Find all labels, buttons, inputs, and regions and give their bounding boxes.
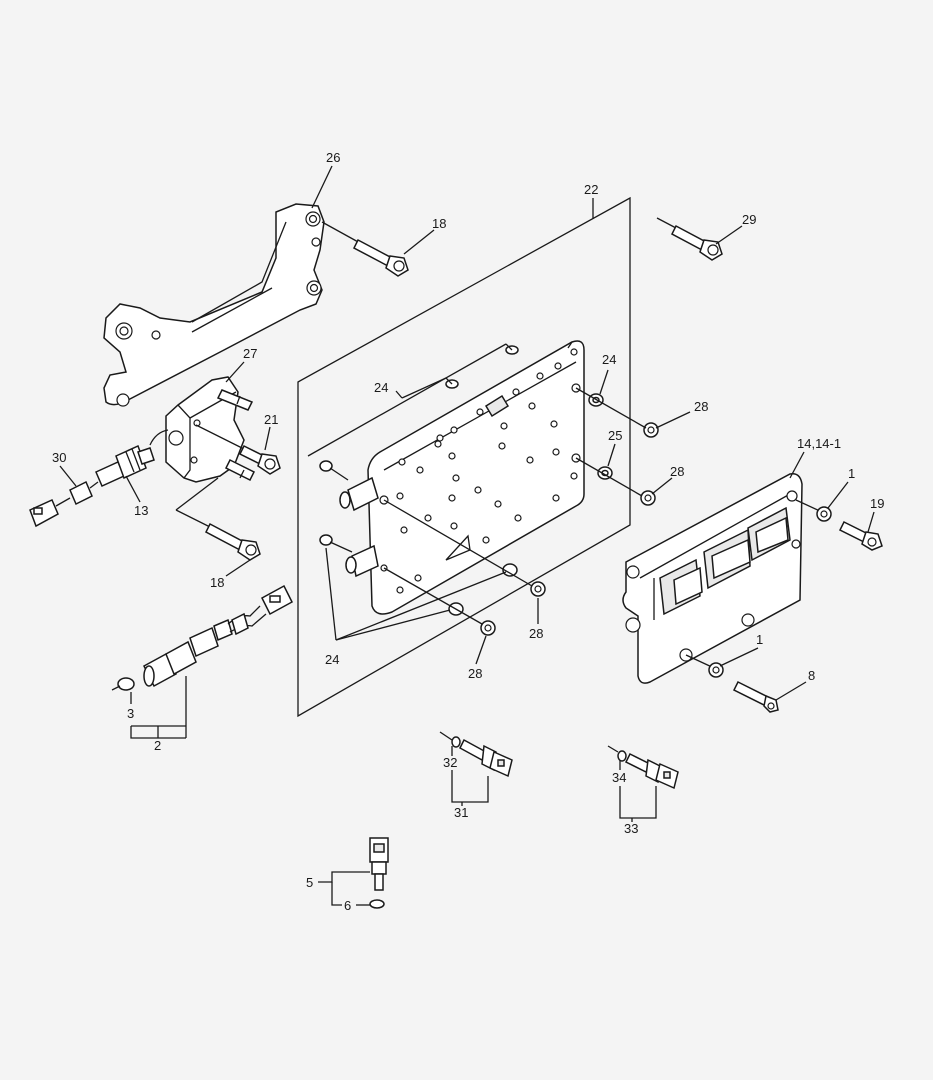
callout-labels: 26 22 18 29 27 24 24 28 21 25 14,14-1 30…: [52, 150, 884, 913]
bolt-part-18-top: [321, 221, 409, 277]
callout-14-14-1: 14,14-1: [797, 436, 841, 451]
callout-30: 30: [52, 450, 66, 465]
group-22-frame: [297, 196, 631, 718]
callout-28-first: 28: [694, 399, 708, 414]
bolt-part-18-lower: [175, 509, 261, 561]
callout-28-second: 28: [670, 464, 684, 479]
harness-part-30: [29, 480, 99, 528]
sensor-part-31: [439, 731, 513, 778]
bracket-part-27: [149, 376, 256, 511]
callout-1-top: 1: [848, 466, 855, 481]
callout-28-fourth: 28: [468, 666, 482, 681]
sensor-part-5: [369, 837, 389, 909]
valve-body-plate: [339, 340, 585, 615]
callout-24-lower: 24: [325, 652, 339, 667]
callout-24-right: 24: [602, 352, 616, 367]
bolt-part-21: [195, 424, 281, 475]
sensor-part-13: [95, 444, 155, 487]
callout-33: 33: [624, 821, 638, 836]
control-module-part-14: [622, 472, 803, 684]
leader-lines: [59, 165, 875, 906]
callout-34: 34: [612, 770, 626, 785]
callout-26: 26: [326, 150, 340, 165]
bracket-part-26: [103, 203, 325, 407]
washer-part-1-top: [795, 499, 832, 522]
washers-and-nuts: [319, 343, 659, 636]
callout-21: 21: [264, 412, 278, 427]
washer-part-1-bottom: [685, 654, 724, 678]
callout-24-top: 24: [374, 380, 388, 395]
callout-28-third: 28: [529, 626, 543, 641]
callout-3: 3: [127, 706, 134, 721]
callout-22: 22: [584, 182, 598, 197]
bolt-part-29: [656, 217, 723, 261]
callout-6: 6: [344, 898, 351, 913]
bolt-part-19: [838, 520, 883, 551]
callout-2: 2: [154, 738, 161, 753]
sensor-part-2: [111, 584, 293, 691]
callout-1-bottom: 1: [756, 632, 763, 647]
callout-19: 19: [870, 496, 884, 511]
bolt-part-8: [732, 680, 779, 713]
callout-18-lower: 18: [210, 575, 224, 590]
callout-5: 5: [306, 875, 313, 890]
callout-13: 13: [134, 503, 148, 518]
callout-18-top: 18: [432, 216, 446, 231]
callout-32: 32: [443, 755, 457, 770]
sensor-part-33: [607, 745, 679, 790]
callout-25: 25: [608, 428, 622, 443]
callout-29: 29: [742, 212, 756, 227]
callout-8: 8: [808, 668, 815, 683]
callout-27: 27: [243, 346, 257, 361]
callout-31: 31: [454, 805, 468, 820]
